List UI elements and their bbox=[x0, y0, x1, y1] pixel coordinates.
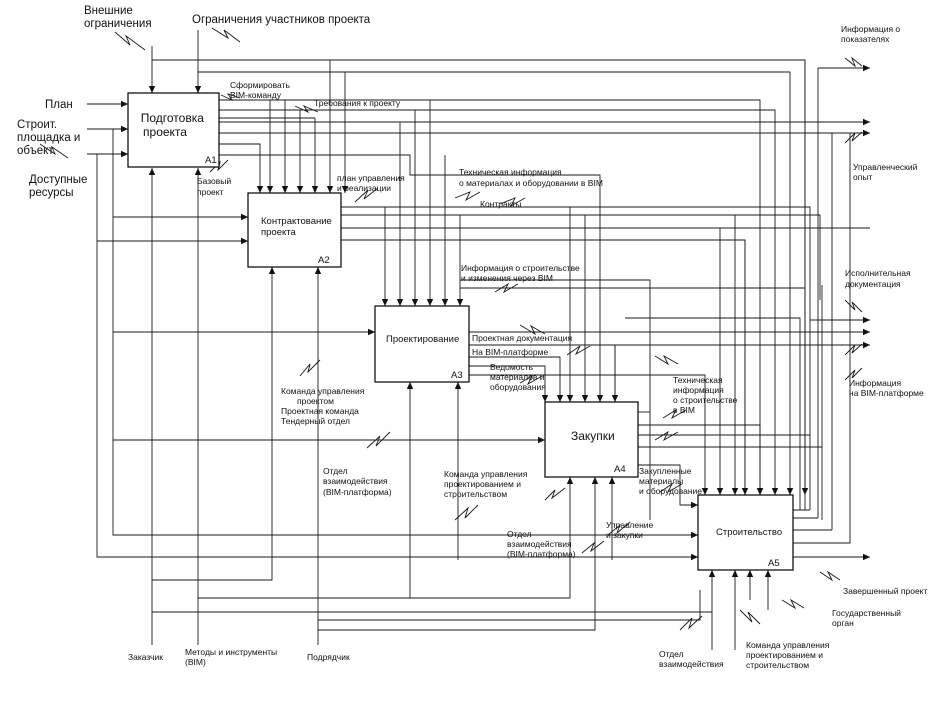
label-interaction-bim-1: Отдел взаимодействия (BIM-платформа) bbox=[323, 466, 392, 497]
label-management-procurement: Управление и закупки bbox=[606, 520, 656, 540]
box-a2: Контрактование проекта A2 bbox=[247, 192, 342, 268]
label-gov: Государственный орган bbox=[832, 608, 903, 628]
box-a4: Закупки A4 bbox=[544, 401, 639, 478]
label-participant-constraints: Ограничения участников проекта bbox=[192, 14, 371, 26]
box-a1: Подготовка проекта A1 bbox=[127, 92, 220, 168]
label-site: Строит. площадка и объект bbox=[17, 119, 84, 157]
label-construction-info: Информация о строительстве и изменения ч… bbox=[461, 263, 582, 283]
label-bim-info: Информация на BIM-платформе bbox=[849, 378, 924, 398]
label-asbuilt: Исполнительная документация bbox=[845, 268, 913, 289]
label-mgmt-team: Команда управления проектированием и стр… bbox=[746, 640, 832, 670]
box-a2-title: Контрактование проекта bbox=[261, 216, 334, 238]
label-experience: Управленческий опыт bbox=[853, 162, 920, 182]
label-resources: Доступные ресурсы bbox=[29, 174, 91, 199]
box-a2-id: A2 bbox=[318, 255, 330, 266]
label-design-docs: Проектная документация bbox=[472, 333, 572, 343]
label-external-constraints: Внешние ограничения bbox=[84, 5, 152, 30]
label-mgmt-plan: план управления и реализации bbox=[337, 173, 407, 193]
label-materials-list: Ведомость материалов и оборудования bbox=[490, 362, 547, 392]
box-a5-title: Строительство bbox=[716, 527, 782, 538]
box-a5: Строительство A5 bbox=[697, 494, 794, 571]
box-a4-id: A4 bbox=[614, 464, 626, 475]
label-methods: Методы и инструменты (BIM) bbox=[185, 647, 280, 667]
box-a1-id: A1 bbox=[205, 155, 217, 166]
label-squiggles bbox=[39, 27, 863, 631]
label-finished: Завершенный проект bbox=[843, 586, 927, 596]
label-interaction-bim-2: Отдел взаимодействия (BIM-платформа) bbox=[507, 529, 576, 559]
label-contractor: Подрядчик bbox=[307, 652, 350, 662]
label-base-project: Базовый проект bbox=[197, 176, 234, 197]
label-requirements: Требования к проекту bbox=[314, 98, 401, 108]
label-customer: Заказчик bbox=[128, 652, 163, 662]
box-a3-id: A3 bbox=[451, 370, 463, 381]
label-bim-team: Сформировать BIM-команду bbox=[230, 80, 292, 100]
label-tech-info-materials: Техническая информация о материалах и об… bbox=[459, 167, 603, 188]
label-mgmt-command: Команда управления проектом Проектная ко… bbox=[281, 386, 367, 426]
box-a3-title: Проектирование bbox=[386, 334, 459, 345]
box-a1-title: Подготовка проекта bbox=[141, 111, 208, 139]
label-mgmt-design-construction: Команда управления проектированием и стр… bbox=[444, 469, 530, 499]
label-contracts: Контракты bbox=[480, 199, 522, 209]
connector-lines bbox=[87, 30, 870, 650]
label-interaction-dept: Отдел взаимодействия bbox=[659, 649, 724, 669]
box-a5-id: A5 bbox=[768, 558, 780, 569]
label-plan: План bbox=[45, 99, 73, 111]
box-a4-title: Закупки bbox=[571, 429, 615, 443]
label-indicators: Информация о показателях bbox=[841, 24, 903, 44]
box-a3: Проектирование A3 bbox=[374, 305, 470, 383]
label-on-bim: На BIM-платформе bbox=[472, 347, 548, 357]
label-purchased: Закупленные материалы и оборудование bbox=[639, 466, 702, 496]
label-tech-info-construction: Техническая информация о строительстве в… bbox=[673, 375, 740, 415]
